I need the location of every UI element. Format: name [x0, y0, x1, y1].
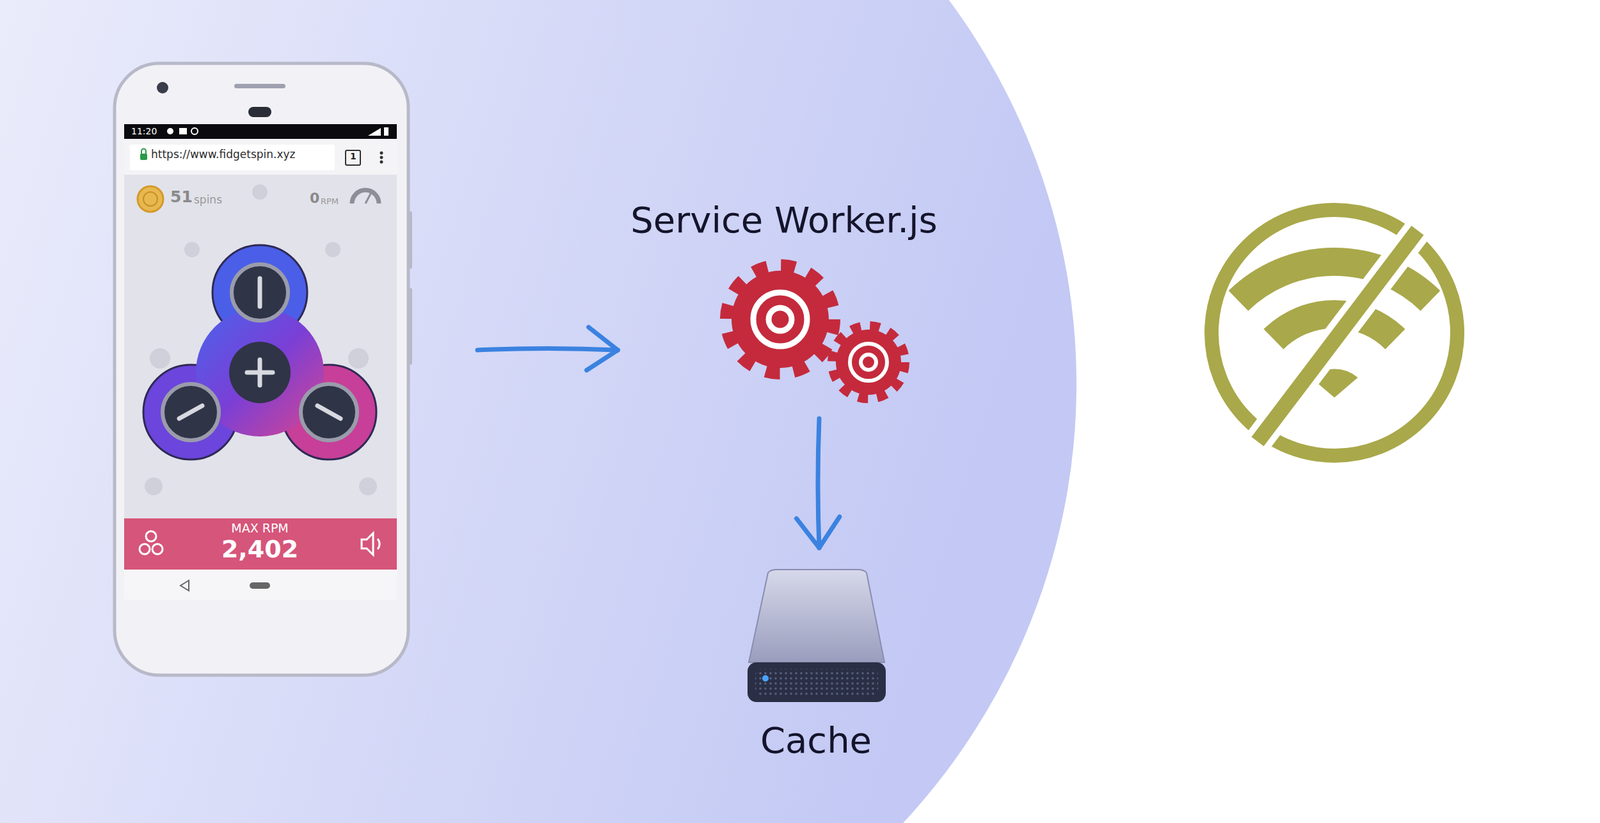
node-text: 11:20 [131, 126, 157, 137]
node-text: RPM [320, 197, 339, 207]
background-region [0, 0, 1077, 823]
cache-drive [747, 569, 886, 703]
arrow-head [819, 516, 840, 548]
node-text: https://www.fidgetspin.xyz [151, 148, 296, 162]
arrow-connector [477, 327, 618, 370]
service-worker: Service Worker.js [624, 192, 944, 404]
gears [727, 266, 904, 398]
node-text: 0 [309, 190, 320, 207]
arrow-shaft [477, 348, 618, 351]
node-text: spins [193, 193, 223, 207]
node-text: MAX RPM [231, 521, 289, 536]
node-text: 2,402 [221, 535, 299, 564]
node-text: 51 [170, 188, 193, 207]
node-text: Service Worker.js [630, 199, 937, 241]
node-text: Cache [760, 720, 872, 761]
phone-screen: 11:20 https://www.fidgetspin.xyz 1 51spins 0… [114, 63, 409, 676]
node-text: 1 [350, 151, 357, 162]
cache-store: Cache [729, 563, 903, 762]
arrow-connector [796, 418, 840, 548]
arrow-head [588, 327, 619, 351]
offline-icon [1211, 209, 1458, 456]
fidget-spinner [143, 245, 377, 460]
arrow-shaft [817, 418, 820, 548]
arrow-head [796, 518, 820, 548]
arrow-head [586, 350, 619, 371]
phone [114, 63, 413, 676]
